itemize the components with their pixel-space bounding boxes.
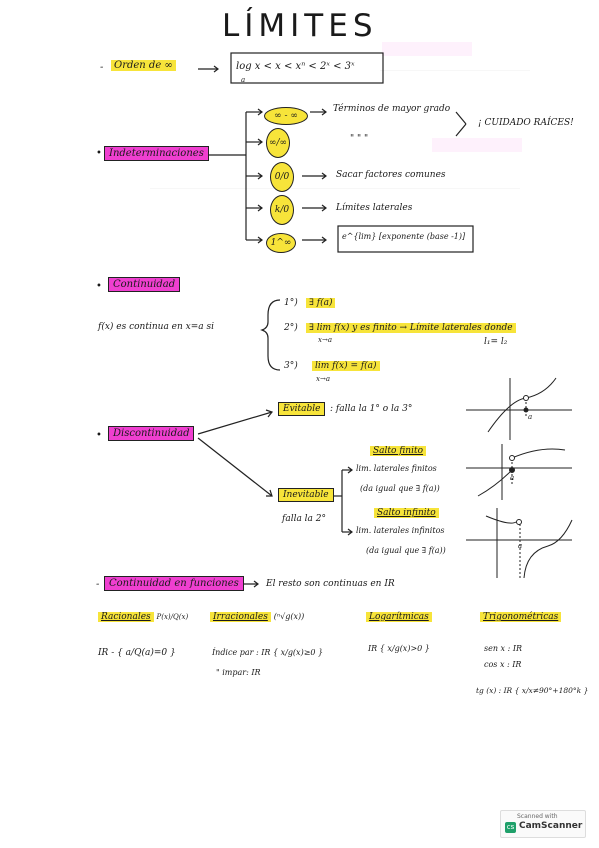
cond-num-3: 3°) (284, 361, 298, 371)
salto-infinito-line-1: lim. laterales infinitos (356, 526, 445, 535)
bullet: • (96, 430, 102, 441)
graph-label-a: a (528, 413, 533, 421)
indet-symbol-1: ∞/∞ (266, 128, 290, 158)
indet-text-3: Límites laterales (336, 203, 413, 213)
cond-sub-3: x→a (316, 375, 330, 383)
salto-finito-title: Salto finito (370, 446, 427, 456)
indet-oval: ∞/∞ (266, 128, 290, 158)
evitable-label: Evitable (278, 402, 326, 416)
cond-num-2: 2°) (284, 323, 298, 333)
col-irracionales-line-1: Índice par : IR { x/g(x)≥0 } (212, 648, 324, 657)
inevitable-text: falla la 2° (282, 514, 327, 524)
col-title-frac: P(x)/Q(x) (156, 613, 189, 621)
col-title: Trigonométricas (480, 612, 562, 622)
indet-symbol-0: ∞ - ∞ (264, 103, 308, 125)
bullet: • (96, 281, 102, 292)
inevitable-label: Inevitable (278, 488, 334, 502)
cond-text-3: lim f(x) = f(a) (312, 361, 380, 371)
funciones-text: El resto son continuas en IR (266, 579, 395, 589)
cond-cont-2: l₁= l₂ (484, 337, 508, 347)
col-trig-line-1: sen x : IR (484, 644, 523, 653)
col-irracionales-line-2: " impar: IR (216, 668, 261, 677)
indet-oval: k/0 (270, 195, 294, 225)
col-logaritmicas-line-1: IR { x/g(x)>0 } (368, 644, 430, 653)
graph-evitable (466, 377, 572, 440)
cond-sub-2: x→a (318, 336, 332, 344)
salto-infinito-line-2: (da igual que ∃ f(a)) (366, 546, 446, 555)
indet-symbol-3: k/0 (270, 195, 294, 225)
cuidado-raices: ¡ CUIDADO RAÍCES! (478, 118, 574, 128)
col-trigonometricas-title: Trigonométricas (480, 612, 562, 622)
scanner-line-2: CamScanner (519, 821, 583, 831)
indet-text-0: Términos de mayor grado (333, 104, 451, 114)
camscanner-badge: Scanned with cs CamScanner (500, 810, 586, 838)
col-title: Irracionales (210, 612, 271, 622)
col-racionales-line-1: IR - { a/Q(a)=0 } (98, 648, 176, 658)
orden-formula: log x < x < xⁿ < 2ˣ < 3ˣ (236, 61, 355, 72)
graph-salto-infinito (466, 508, 573, 579)
col-title: Logarítmicas (366, 612, 432, 622)
col-title-frac: (ⁿ√g(x)) (273, 612, 305, 621)
cond-text-2-main: ∃ lim f(x) y es finito → Límite laterale… (306, 323, 516, 333)
continuidad-label: Continuidad (108, 277, 181, 292)
page-title: LÍMITES (222, 8, 378, 44)
continuidad-lead: f(x) es continua en x=a si (98, 322, 214, 332)
bleed-through (382, 42, 472, 56)
col-irracionales-title: Irracionales (ⁿ√g(x)) (210, 612, 304, 622)
indet-oval: ∞ - ∞ (264, 107, 308, 125)
indeterminaciones-label: Indeterminaciones (104, 146, 209, 161)
orden-label: Orden de ∞ (111, 60, 176, 71)
bleed-through (150, 188, 520, 189)
bullet: - (100, 62, 104, 73)
col-trig-line-2: cos x : IR (484, 660, 522, 669)
evitable-text: : falla la 1° o la 3° (330, 404, 413, 414)
indet-text-1: " " " (350, 134, 369, 144)
salto-finito-line-1: lim. laterales finitos (356, 464, 437, 473)
funciones-label: Continuidad en funciones (104, 576, 244, 591)
salto-finito-line-2: (da igual que ∃ f(a)) (360, 484, 440, 493)
col-logaritmicas-title: Logarítmicas (366, 612, 432, 622)
indet-text-2: Sacar factores comunes (336, 170, 446, 180)
bleed-through (432, 138, 522, 152)
bullet: - (96, 579, 100, 590)
graph-salto-finito (466, 444, 572, 500)
col-title: Racionales (98, 612, 154, 622)
camscanner-icon: cs (505, 822, 516, 833)
indet-symbol-4: 1^∞ (266, 230, 296, 253)
graph-label-a: a (518, 542, 523, 550)
col-racionales-title: Racionales P(x)/Q(x) (98, 612, 188, 622)
discontinuidad-label: Discontinuidad (108, 426, 195, 441)
bleed-through (380, 70, 530, 71)
indet-oval: 0/0 (270, 162, 294, 192)
bullet: • (96, 148, 102, 159)
col-trig-line-3: tg (x) : IR { x/x≠90°+180°k } (476, 686, 589, 695)
indet-symbol-2: 0/0 (270, 162, 294, 192)
indet-text-4: e^{lim} [exponente (base -1)] (342, 232, 466, 241)
graph-label-a: a (510, 474, 515, 482)
orden-log-base: a (241, 76, 246, 84)
cond-num-1: 1°) (284, 298, 298, 308)
cond-text-2: ∃ lim f(x) y es finito → Límite laterale… (306, 323, 516, 333)
indet-oval: 1^∞ (266, 233, 296, 253)
salto-infinito-title: Salto infinito (374, 508, 439, 518)
scanner-line-1: Scanned with (517, 813, 558, 820)
cond-text-1: ∃ f(a) (306, 298, 336, 308)
